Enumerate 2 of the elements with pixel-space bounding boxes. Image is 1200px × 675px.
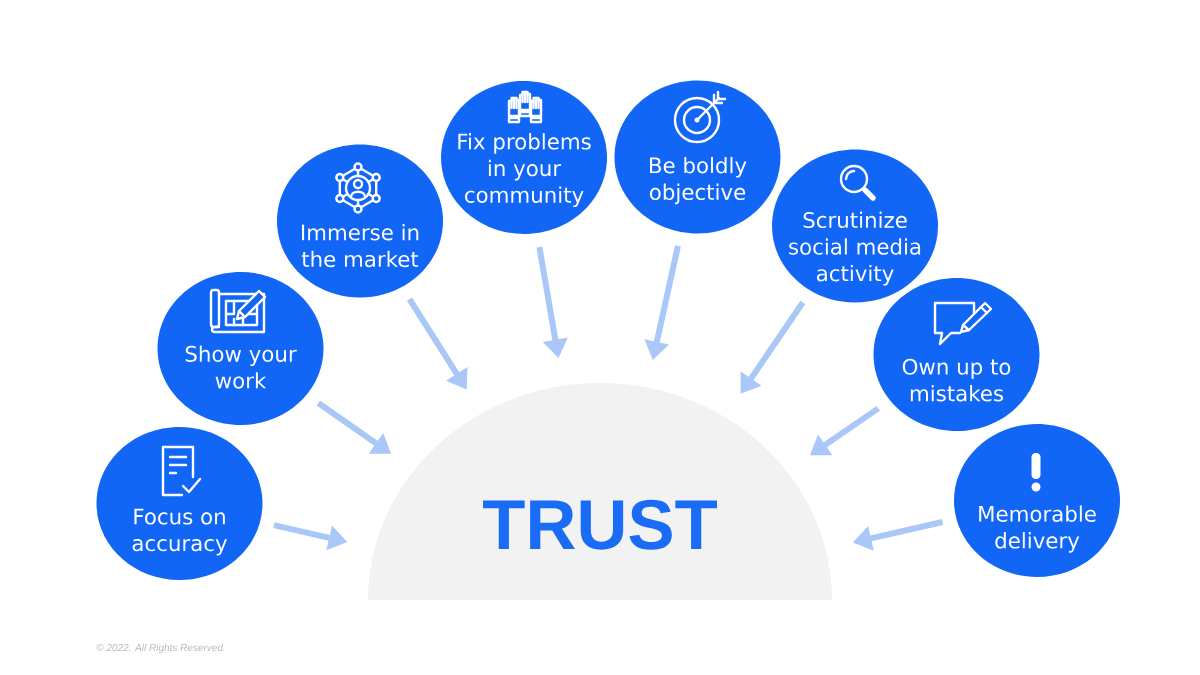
dome: TRUST — [368, 383, 832, 600]
copyright-note: © 2022. All Rights Reserved. — [96, 643, 225, 654]
